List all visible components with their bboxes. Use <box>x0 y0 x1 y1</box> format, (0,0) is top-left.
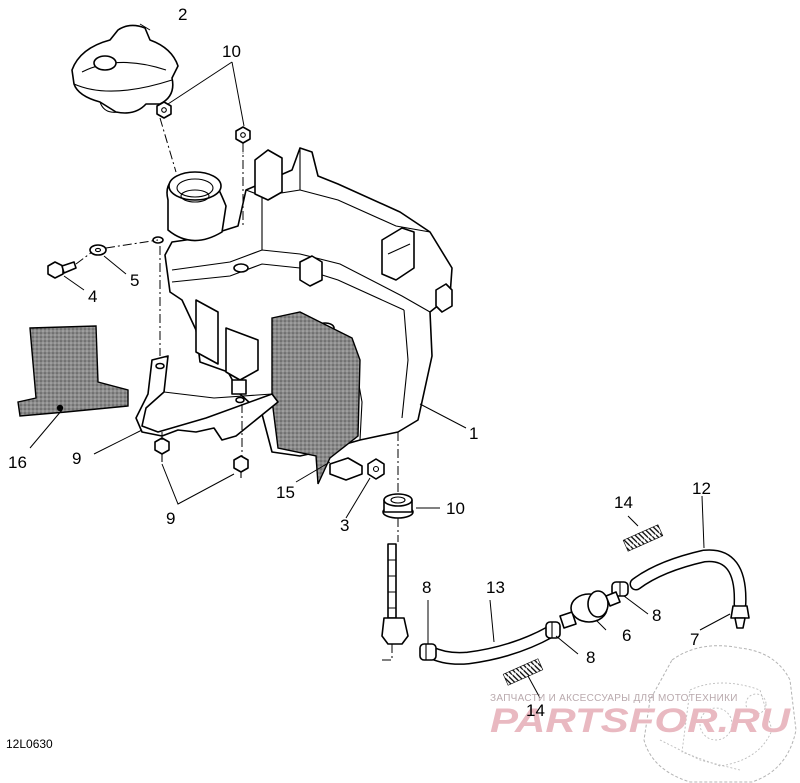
hose-spring-upper <box>622 524 664 552</box>
assembly-centerlines <box>75 117 399 542</box>
upper-fuel-hose-core <box>631 550 746 609</box>
hose-fitting <box>730 605 750 629</box>
hose-clamp-a <box>419 643 437 661</box>
lower-fuel-hose-core <box>425 627 555 664</box>
upper-nut-left <box>156 101 172 119</box>
watermark-brand: PARTSFOR.RU <box>490 702 792 740</box>
callout-8-right: 8 <box>652 606 661 625</box>
callout-16: 16 <box>8 453 27 472</box>
mounting-bolt <box>47 261 77 279</box>
shield-marker-dot <box>56 404 64 412</box>
support-bracket <box>135 355 279 441</box>
flat-washer <box>89 244 107 256</box>
callout-6: 6 <box>622 626 631 645</box>
callout-leaders <box>29 23 731 699</box>
vent-tube <box>381 543 409 661</box>
upper-nut-right <box>235 126 251 144</box>
outlet-nut <box>367 458 385 480</box>
engine-background-outline <box>643 645 797 783</box>
bracket-screw-right <box>233 455 249 478</box>
callout-8-left: 8 <box>422 578 431 597</box>
bracket-screw-left <box>154 437 170 462</box>
callout-9-upper: 12 <box>692 479 711 498</box>
watermark-tagline: ЗАПЧАСТИ И АКСЕССУАРЫ ДЛЯ МОТОТЕХНИКИ <box>490 693 738 704</box>
callout-5: 5 <box>130 271 139 290</box>
callout-9-lower: 13 <box>486 578 505 597</box>
callout-11: 9 <box>72 449 81 468</box>
filler-cap <box>71 24 179 114</box>
hose-clamp-b <box>545 621 561 639</box>
side-heat-shield <box>17 325 129 417</box>
fuel-filter <box>559 590 621 629</box>
tank-heat-shield <box>271 311 361 485</box>
callout-15: 15 <box>276 483 295 502</box>
callout-14-upper: 14 <box>614 493 633 512</box>
hose-spring-lower <box>502 658 544 686</box>
callout-14-lower: 14 <box>526 701 545 720</box>
fuel-tank <box>152 147 453 481</box>
drawing-code: 12L0630 <box>6 737 53 751</box>
callout-12: 9 <box>166 509 175 528</box>
callout-2: 2 <box>178 5 187 24</box>
callout-7: 7 <box>690 630 699 649</box>
grommet <box>382 493 414 519</box>
flat-washer-hole <box>94 247 102 253</box>
callout-10: 10 <box>446 499 465 518</box>
callout-1: 1 <box>469 424 478 443</box>
callout-4: 4 <box>88 287 97 306</box>
callout-8-middle: 8 <box>586 648 595 667</box>
callout-3: 3 <box>340 516 349 535</box>
callout-13: 10 <box>222 42 241 61</box>
